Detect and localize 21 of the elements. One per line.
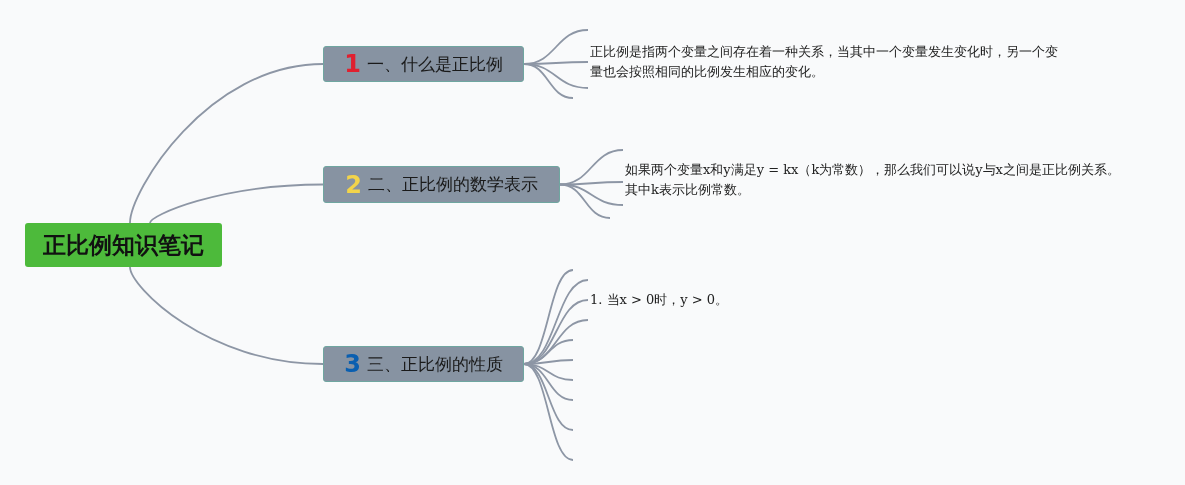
branch-line <box>559 149 624 186</box>
branch-line <box>559 183 611 219</box>
topic-number: 2 <box>345 172 362 197</box>
topic-box <box>323 46 524 82</box>
note-text: 正比例是指两个变量之间存在着一种关系，当其中一个变量发生变化时，另一个变量也会按照相同的比例发生相应的变化。 <box>590 42 1070 82</box>
branch-line <box>149 183 324 224</box>
topic-number: 1 <box>344 52 361 76</box>
note-text: 如果两个变量x和y满足y = kx（k为常数），那么我们可以说y与x之间是正比例关系。其中k表示比例常数。 <box>625 160 1125 200</box>
topic-title: 一、什么是正比例 <box>366 52 503 76</box>
topic-title: 三、正比例的性质 <box>366 352 503 376</box>
branch-line <box>523 63 574 99</box>
branch-line <box>523 363 574 461</box>
branch-line <box>523 269 574 365</box>
topic-number: 3 <box>344 352 361 376</box>
root-topic-box: 正比例知识笔记 <box>25 223 222 267</box>
branch-line <box>129 63 324 224</box>
branch-line <box>129 266 324 365</box>
topic-box <box>323 346 524 382</box>
topic-box <box>323 166 560 203</box>
note-text: 1. 当x > 0时，y > 0。 <box>590 290 790 310</box>
topic-title: 二、正比例的数学表示 <box>367 173 538 196</box>
